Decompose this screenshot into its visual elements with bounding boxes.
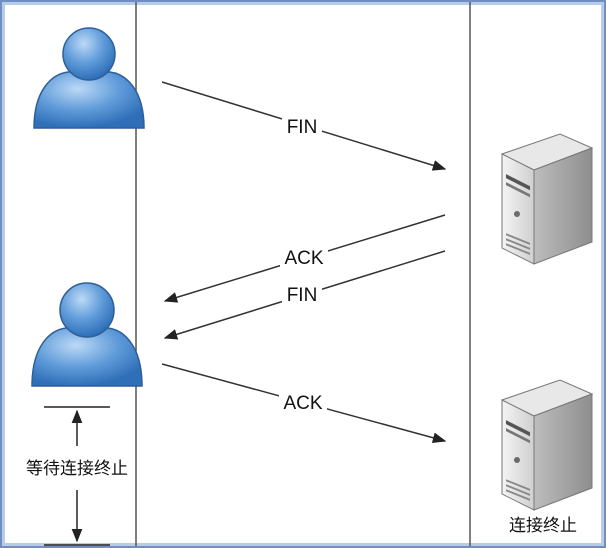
server-closed-label: 连接终止 bbox=[509, 516, 577, 536]
server-tower-icon bbox=[500, 133, 594, 265]
message-label: ACK bbox=[284, 248, 323, 269]
user-icon bbox=[33, 27, 145, 129]
message-label: ACK bbox=[283, 393, 322, 414]
user-icon bbox=[31, 282, 143, 387]
server-tower-icon bbox=[500, 379, 594, 511]
message-label: FIN bbox=[287, 285, 318, 306]
message-label: FIN bbox=[287, 117, 318, 138]
client-wait-label: 等待连接终止 bbox=[26, 459, 128, 479]
